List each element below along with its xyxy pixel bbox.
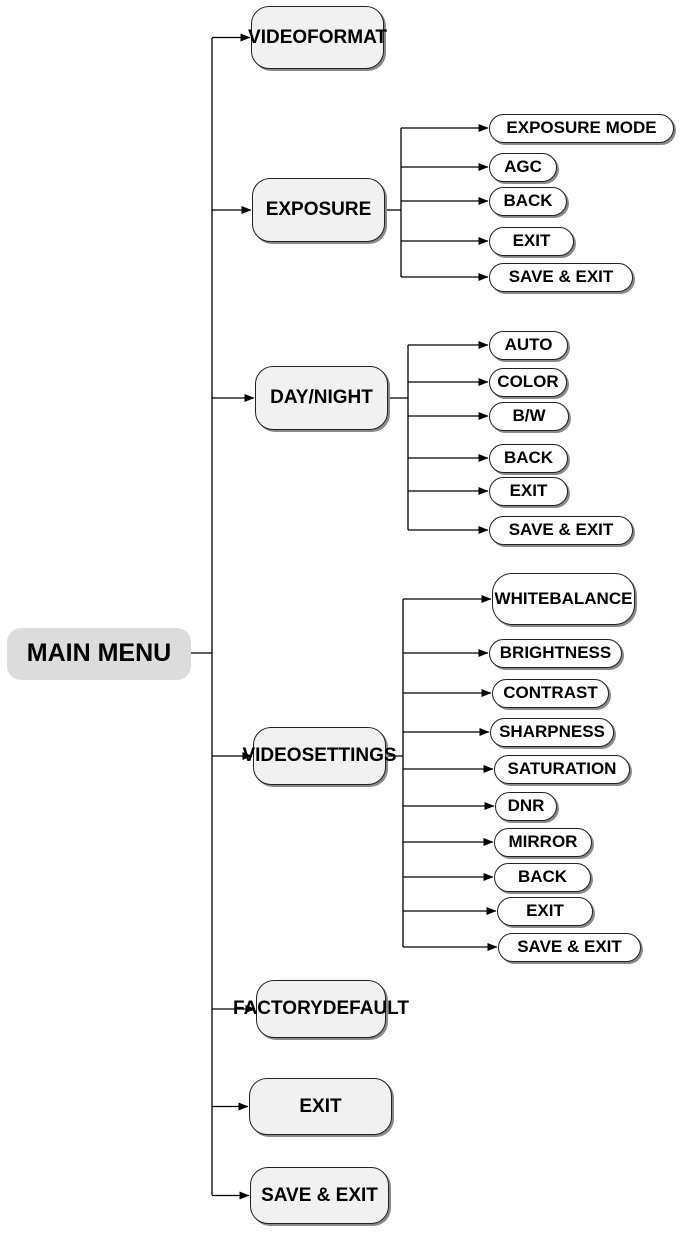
submenu-item-exit[interactable]: EXIT bbox=[489, 226, 574, 256]
submenu-item-exit[interactable]: EXIT bbox=[497, 896, 593, 926]
menu-item-video-settings-label-line: VIDEO bbox=[242, 745, 302, 767]
menu-item-day-night-label-line: DAY/NIGHT bbox=[270, 387, 373, 409]
submenu-item-white-balance-label-line: WHITE bbox=[494, 589, 550, 609]
submenu-item-saturation[interactable]: SATURATION bbox=[494, 754, 630, 784]
menu-item-exposure-label-line: EXPOSURE bbox=[265, 199, 372, 221]
menu-item-save-and-exit[interactable]: SAVE & EXIT bbox=[250, 1167, 389, 1224]
submenu-item-sharpness[interactable]: SHARPNESS bbox=[490, 717, 614, 747]
menu-item-factory-default-label-line: FACTORY bbox=[233, 998, 323, 1020]
main-menu-node[interactable]: MAIN MENU bbox=[7, 628, 191, 680]
menu-item-video-settings-label-line: SETTINGS bbox=[301, 745, 397, 767]
menu-item-exit[interactable]: EXIT bbox=[249, 1078, 392, 1135]
submenu-item-color[interactable]: COLOR bbox=[489, 367, 567, 397]
submenu-item-save-and-exit-label-line: SAVE & EXIT bbox=[517, 937, 622, 957]
menu-item-day-night[interactable]: DAY/NIGHT bbox=[255, 366, 388, 430]
submenu-item-save-and-exit-label-line: SAVE & EXIT bbox=[508, 267, 614, 287]
submenu-item-brightness-label-line: BRIGHTNESS bbox=[499, 643, 612, 663]
submenu-item-white-balance-label-line: BALANCE bbox=[549, 589, 633, 609]
menu-item-exit-label-line: EXIT bbox=[299, 1095, 342, 1117]
submenu-item-auto[interactable]: AUTO bbox=[489, 330, 568, 360]
main-menu-label: MAIN MENU bbox=[26, 639, 172, 668]
submenu-item-save-and-exit[interactable]: SAVE & EXIT bbox=[489, 262, 633, 292]
submenu-item-saturation-label-line: SATURATION bbox=[507, 759, 617, 779]
submenu-item-save-and-exit-label-line: SAVE & EXIT bbox=[508, 520, 614, 540]
submenu-item-mirror-label-line: MIRROR bbox=[508, 832, 578, 852]
submenu-item-exit-label-line: EXIT bbox=[509, 481, 548, 501]
submenu-item-contrast[interactable]: CONTRAST bbox=[492, 678, 609, 708]
submenu-item-back[interactable]: BACK bbox=[489, 186, 567, 216]
menu-item-video-format-label-line: VIDEO bbox=[248, 26, 308, 48]
submenu-item-exit-label-line: EXIT bbox=[512, 231, 551, 251]
menu-item-factory-default-label-line: DEFAULT bbox=[322, 998, 409, 1020]
menu-item-save-and-exit-label-line: SAVE & EXIT bbox=[261, 1184, 378, 1206]
submenu-item-agc-label-line: AGC bbox=[504, 157, 542, 177]
submenu-item-sharpness-label-line: SHARPNESS bbox=[499, 722, 605, 742]
submenu-item-back-label-line: BACK bbox=[503, 191, 553, 211]
submenu-item-dnr-label-line: DNR bbox=[507, 796, 545, 816]
submenu-item-save-and-exit[interactable]: SAVE & EXIT bbox=[498, 932, 641, 962]
submenu-item-agc[interactable]: AGC bbox=[489, 152, 557, 182]
submenu-item-back-label-line: BACK bbox=[503, 448, 554, 468]
submenu-item-auto-label-line: AUTO bbox=[504, 335, 553, 355]
submenu-item-mirror[interactable]: MIRROR bbox=[494, 827, 592, 857]
submenu-item-dnr[interactable]: DNR bbox=[495, 791, 557, 821]
submenu-item-b-w-label-line: B/W bbox=[512, 406, 546, 426]
submenu-item-back-label-line: BACK bbox=[517, 867, 568, 887]
menu-item-video-format-label-line: FORMAT bbox=[307, 26, 387, 48]
submenu-item-back[interactable]: BACK bbox=[494, 862, 591, 892]
submenu-item-exposure-mode-label-line: EXPOSURE MODE bbox=[506, 118, 657, 138]
submenu-item-exposure-mode[interactable]: EXPOSURE MODE bbox=[489, 113, 674, 143]
submenu-item-exit[interactable]: EXIT bbox=[489, 476, 568, 506]
submenu-item-back[interactable]: BACK bbox=[489, 443, 568, 473]
submenu-item-b-w[interactable]: B/W bbox=[489, 401, 569, 431]
submenu-item-save-and-exit[interactable]: SAVE & EXIT bbox=[489, 515, 633, 545]
submenu-item-color-label-line: COLOR bbox=[497, 372, 559, 392]
submenu-item-contrast-label-line: CONTRAST bbox=[503, 683, 598, 703]
submenu-item-exit-label-line: EXIT bbox=[526, 901, 564, 921]
menu-item-exposure[interactable]: EXPOSURE bbox=[252, 178, 385, 242]
submenu-item-brightness[interactable]: BRIGHTNESS bbox=[489, 638, 622, 668]
